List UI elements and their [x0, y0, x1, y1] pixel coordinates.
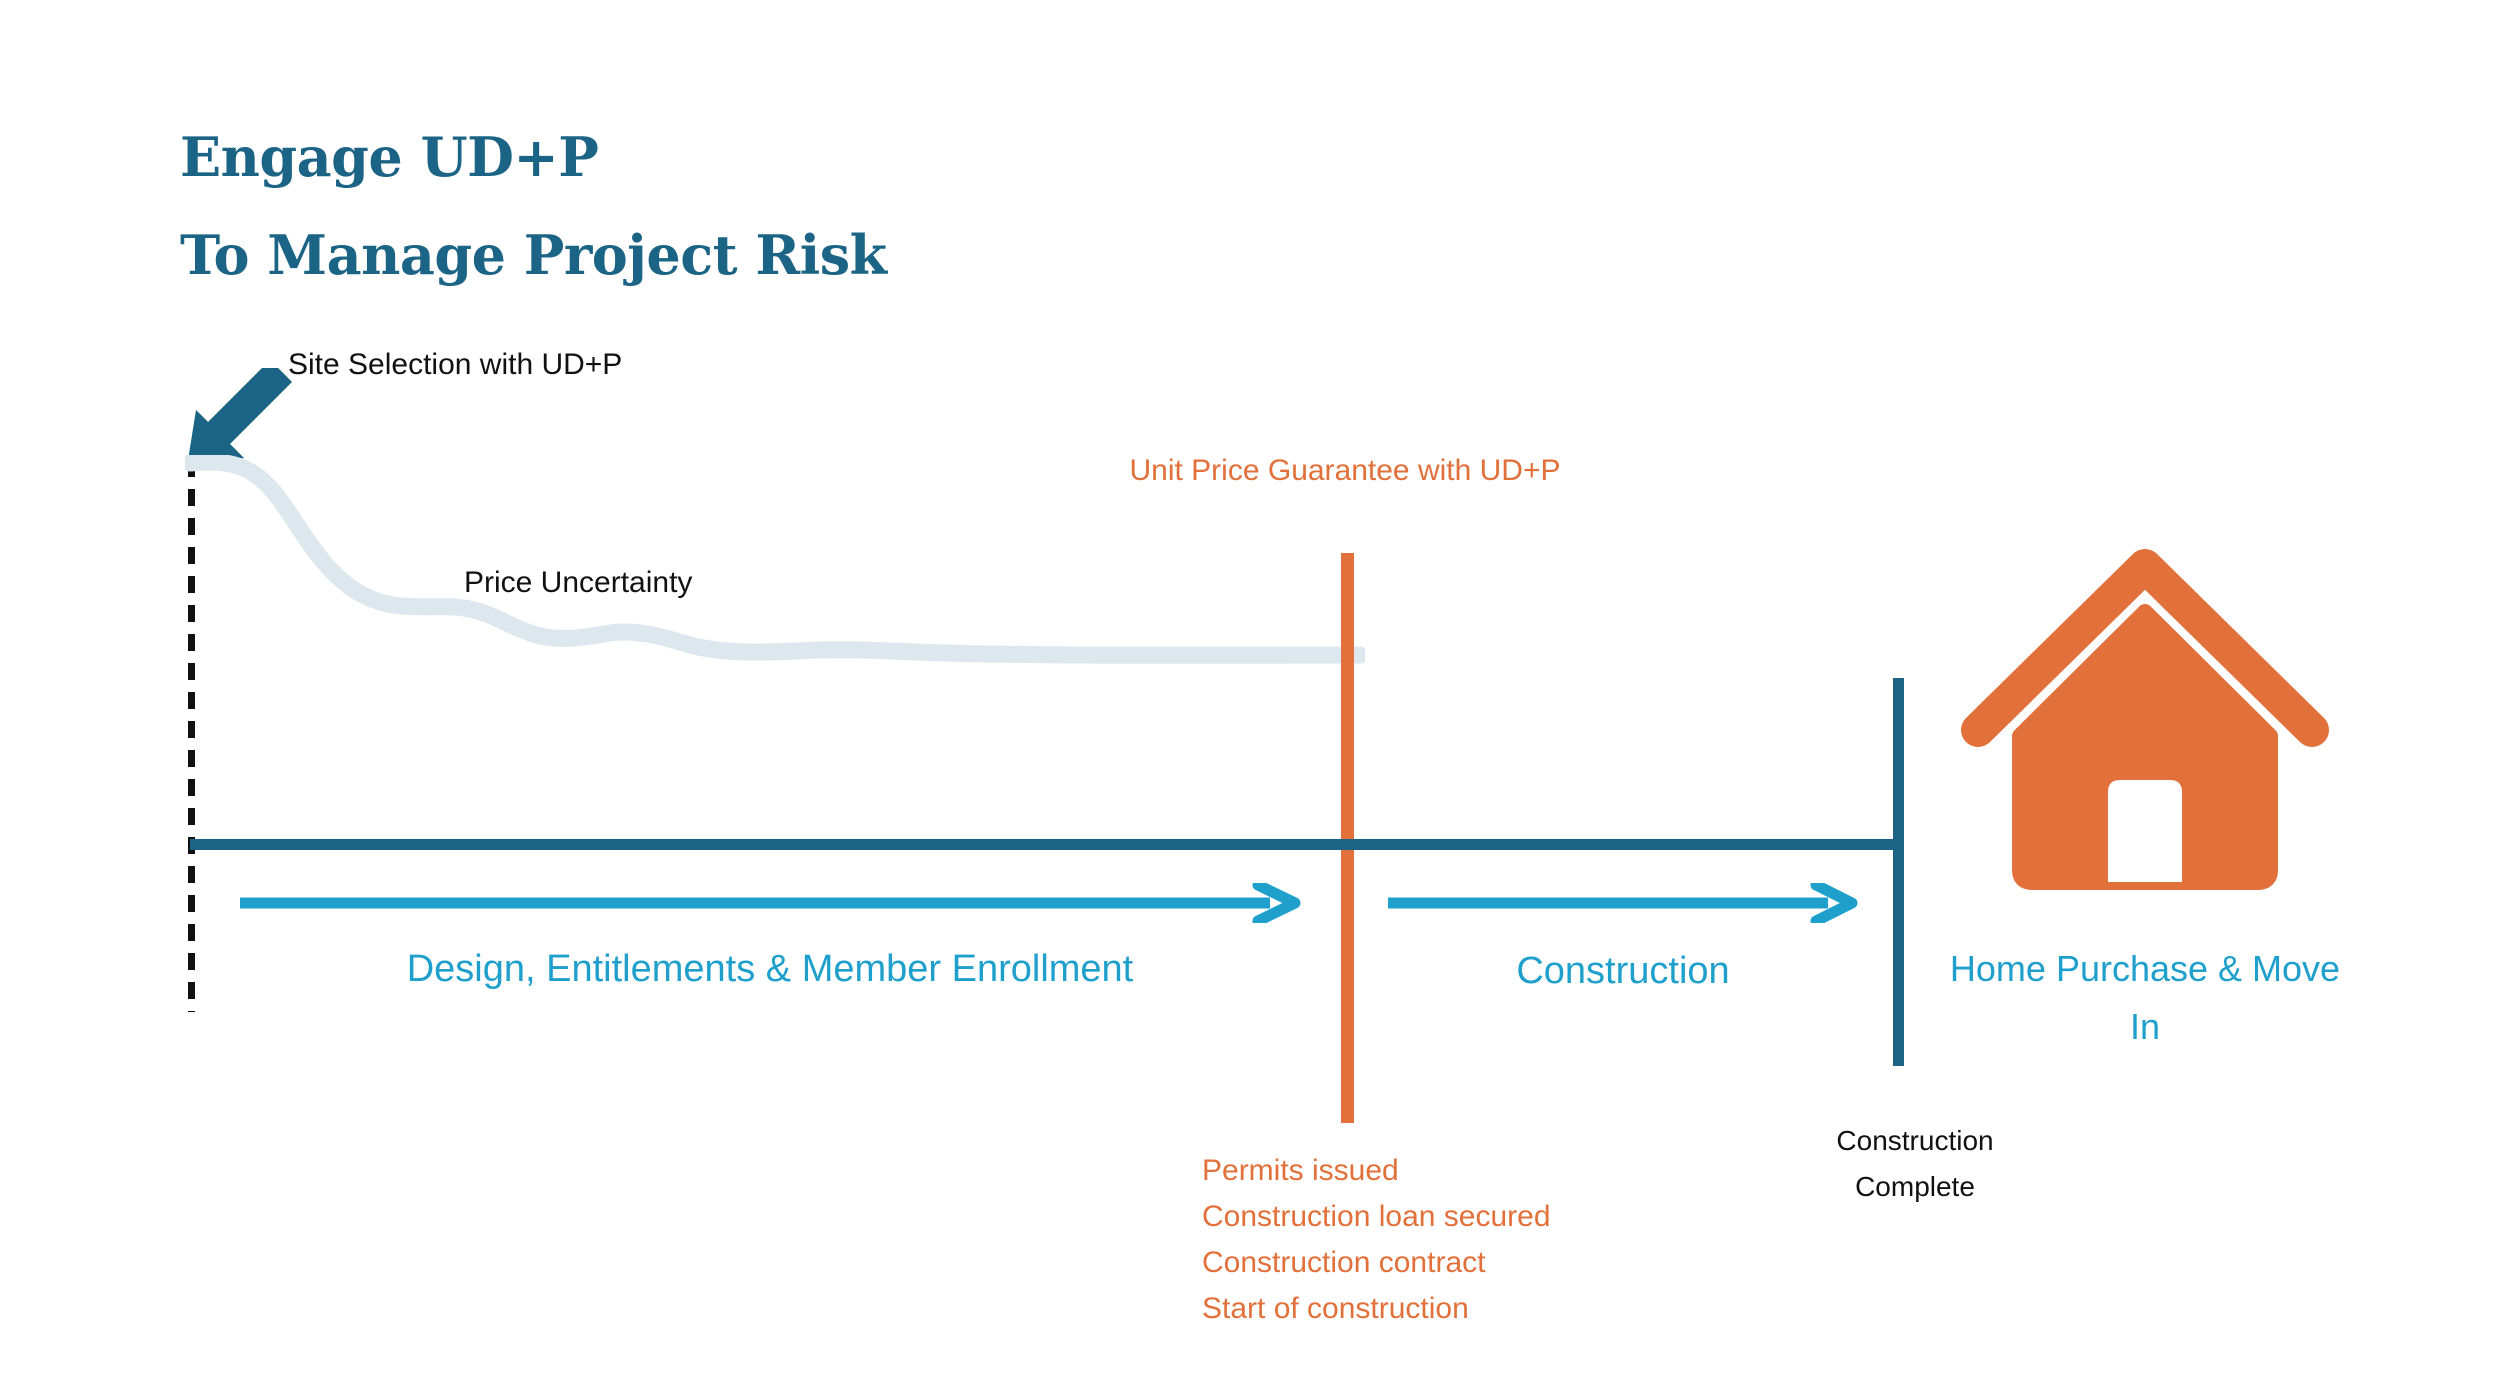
- project-start-dashed-line: [188, 460, 195, 1012]
- timeline-baseline: [190, 839, 1903, 850]
- list-item: Start of construction: [1202, 1292, 1469, 1325]
- unit-price-marker-line: [1341, 553, 1354, 1123]
- price-uncertainty-curve: [185, 455, 1365, 664]
- phase-label-design: Design, Entitlements & Member Enrollment: [406, 948, 1134, 990]
- title-line-1: Engage UD+P: [180, 125, 599, 189]
- phase-label-construction: Construction: [1516, 950, 1730, 992]
- price-uncertainty-label: Price Uncertainty: [464, 566, 693, 599]
- unit-price-guarantee-label: Unit Price Guarantee with UD+P: [1129, 454, 1561, 487]
- page-title: Engage UD+P To Manage Project Risk: [180, 108, 1380, 304]
- title-line-2: To Manage Project Risk: [180, 223, 887, 287]
- list-item: Construction loan secured: [1202, 1200, 1551, 1233]
- site-selection-label: Site Selection with UD+P: [288, 348, 623, 381]
- home-purchase-label: Home Purchase & Move In: [1949, 948, 2341, 1047]
- construction-complete-label: Construction Complete: [1836, 1125, 1994, 1202]
- list-item: Construction contract: [1202, 1246, 1486, 1279]
- construction-complete-marker-line: [1893, 678, 1904, 1066]
- home-icon: [1961, 549, 2329, 890]
- arrow-right-icon: [240, 883, 1301, 923]
- milestone-event-list: Permits issued Construction loan secured…: [1202, 1148, 1551, 1332]
- list-item: Permits issued: [1202, 1154, 1399, 1187]
- arrow-down-left-icon: [188, 368, 292, 466]
- arrow-right-icon: [1388, 883, 1858, 923]
